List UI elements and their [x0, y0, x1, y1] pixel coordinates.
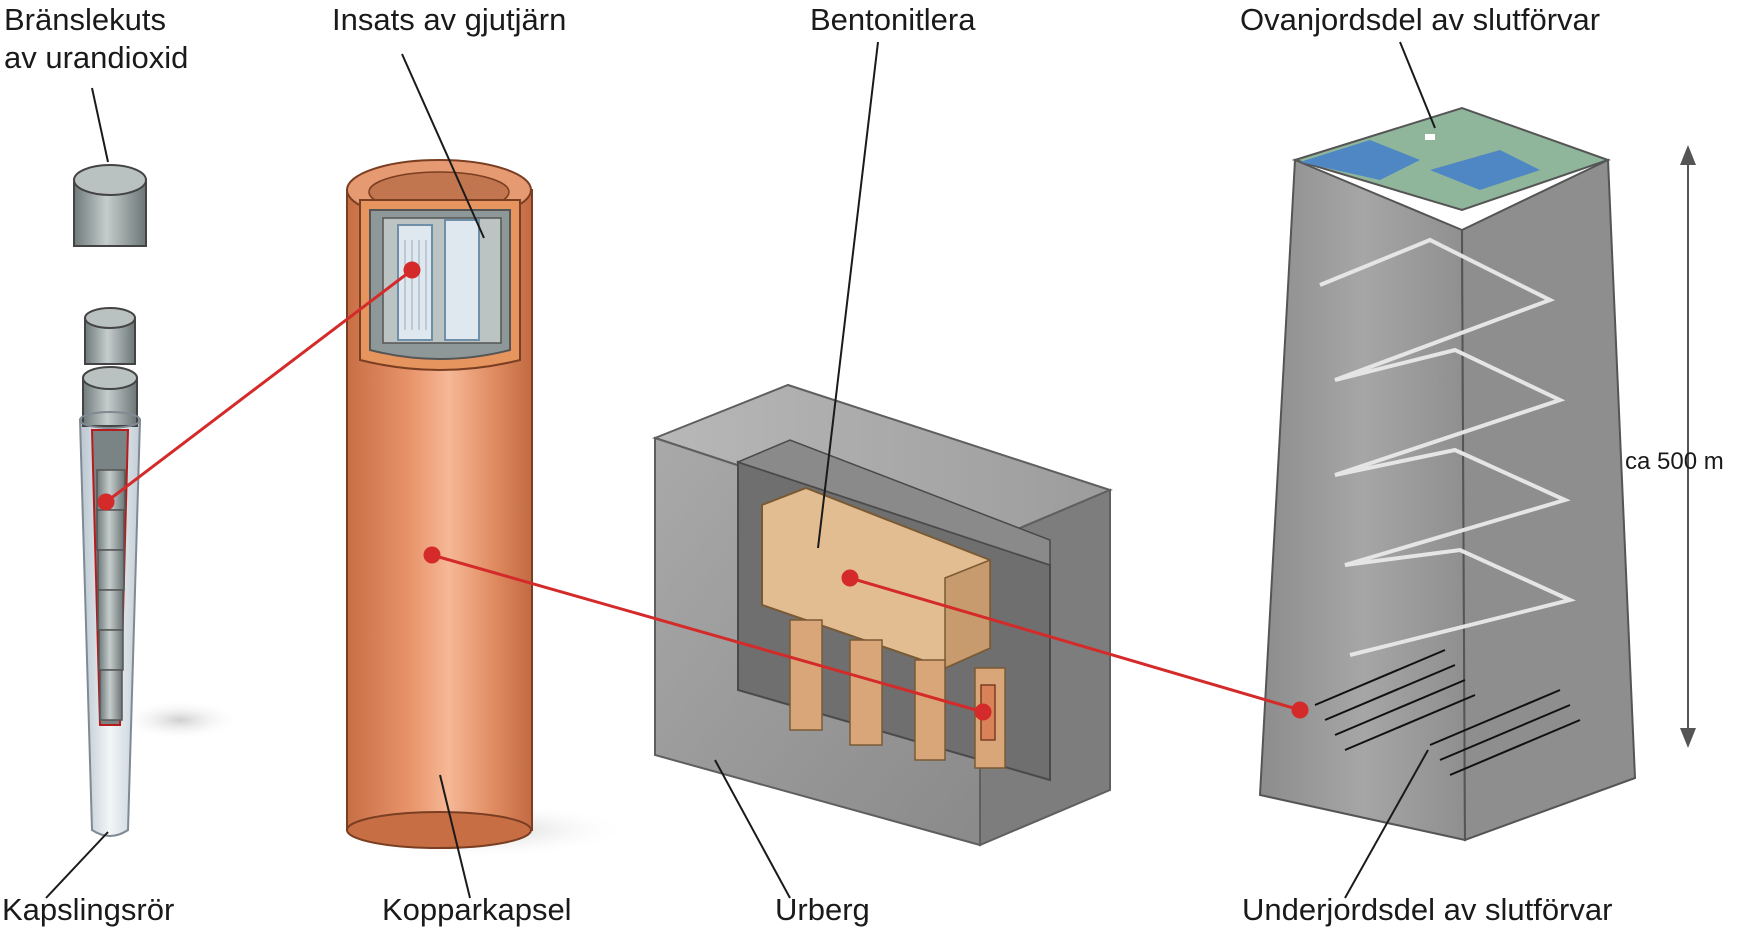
label-bentonite: Bentonitlera [810, 2, 976, 37]
label-copper-canister: Kopparkapsel [382, 892, 572, 927]
label-cladding-tube: Kapslingsrör [2, 892, 175, 927]
label-cast-iron-insert: Insats av gjutjärn [332, 2, 567, 37]
label-fuel-pellet-line1: Bränslekuts [4, 2, 166, 37]
label-surface-facility: Ovanjordsdel av slutförvar [1240, 2, 1601, 37]
fuel-rod [73, 164, 240, 837]
label-depth: ca 500 m [1625, 448, 1724, 475]
access-ramp [1319, 237, 1577, 657]
repository-tower [1258, 106, 1696, 842]
deposition-tunnels [1314, 649, 1581, 776]
label-underground-facility: Underjordsdel av slutförvar [1242, 892, 1613, 927]
bedrock-block [652, 383, 1113, 847]
label-bedrock: Urberg [775, 892, 870, 927]
copper-canister [330, 159, 630, 858]
pellet [73, 164, 147, 427]
connector-lines [97, 261, 1309, 721]
label-fuel-pellet-line2: av urandioxid [4, 40, 189, 75]
leader-lines [45, 41, 1436, 899]
pellet-stack [96, 469, 126, 721]
